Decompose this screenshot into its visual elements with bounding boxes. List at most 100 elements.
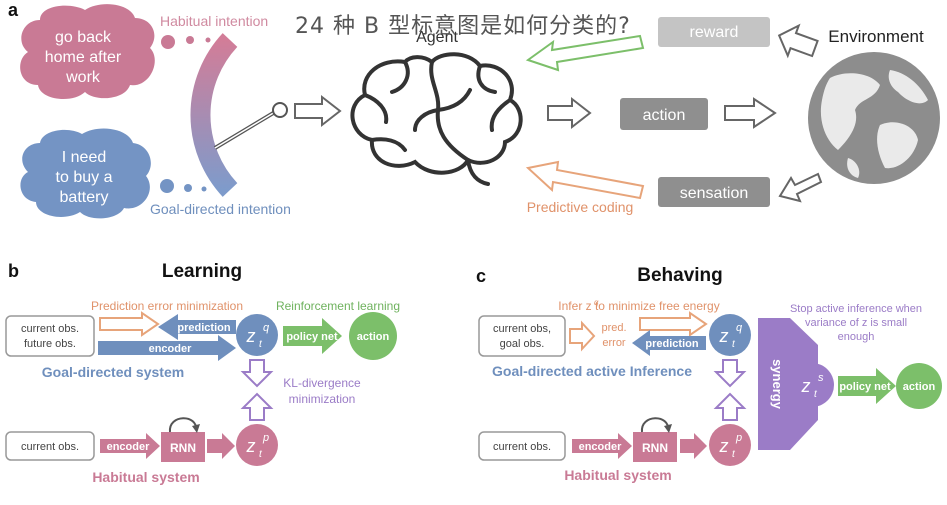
action-label-c: action — [903, 381, 936, 393]
infer-label-c: Infer z to minimize free energy — [558, 299, 719, 313]
prediction-label-c: prediction — [645, 338, 698, 350]
intention-gradient-arc — [190, 33, 238, 197]
svg-text:p: p — [262, 432, 269, 444]
svg-text:p: p — [735, 432, 742, 444]
svg-text:t: t — [259, 339, 263, 350]
current-obs-label-c: current obs. — [493, 441, 551, 453]
svg-text:q: q — [594, 298, 599, 307]
rnn-to-zp-arrow-b — [207, 433, 235, 459]
svg-text:t: t — [814, 389, 818, 400]
obs-b-line-2: future obs. — [24, 338, 76, 350]
zp-node-b — [236, 424, 278, 466]
goal-system-label-b: Goal-directed system — [42, 364, 184, 380]
pred-error-min-label: Prediction error minimization — [91, 299, 243, 313]
stop-line-2: variance of z is small — [805, 317, 907, 329]
obs-b-line-1: current obs. — [21, 323, 79, 335]
pred-error-arrow-b — [99, 311, 160, 337]
globe-icon — [808, 52, 940, 184]
goal-directed-intention-label: Goal-directed intention — [150, 201, 291, 217]
kl-arrow-up-b — [240, 392, 274, 421]
habit-bubble-medium — [186, 36, 194, 44]
sensation-label: sensation — [680, 185, 749, 202]
habit-bubble-large — [161, 35, 175, 49]
obs-box-b — [5, 315, 95, 357]
rnn-label-c: RNN — [642, 441, 668, 455]
obs-box-c — [478, 315, 566, 357]
pred-error-arrow-c — [569, 320, 596, 352]
habit-cloud-line-1: go back — [55, 29, 112, 46]
encoder-arrow-c — [572, 433, 632, 459]
action-node-b — [349, 312, 397, 360]
arrow-sensation-to-agent — [525, 160, 645, 200]
reinforcement-learning-label: Reinforcement learning — [276, 299, 400, 313]
svg-text:t: t — [259, 449, 263, 460]
predictive-coding-label: Predictive coding — [527, 199, 634, 215]
kl-line-2: minimization — [289, 392, 356, 406]
synergy-block — [758, 318, 818, 450]
habit-cloud-line-3: work — [65, 69, 101, 86]
arrow-action-to-env — [724, 97, 777, 129]
panel-a-letter: a — [8, 0, 19, 20]
panel-c-title: Behaving — [637, 265, 723, 286]
rnn-loop-c — [640, 417, 670, 433]
action-label-b: action — [357, 331, 390, 343]
svg-text:t: t — [732, 339, 736, 350]
policy-net-arrow-c — [838, 368, 896, 404]
infer-arrow-c — [639, 311, 708, 337]
current-obs-box-c — [478, 431, 566, 461]
svg-text:q: q — [263, 322, 270, 334]
kl-arrow-down-b — [240, 359, 274, 388]
svg-text:q: q — [736, 322, 743, 334]
policy-net-label-b: policy net — [286, 331, 338, 343]
pred-error-line-2: error — [602, 337, 626, 349]
encoder-habit-label-b: encoder — [107, 441, 151, 453]
svg-text:z: z — [719, 436, 729, 456]
zp-node-c — [709, 424, 751, 466]
goal-cloud-line-1: I need — [62, 149, 106, 166]
current-obs-box-b — [5, 431, 95, 461]
policy-net-arrow-b — [283, 318, 342, 354]
arrow-down-c — [713, 359, 747, 388]
goal-thought-cloud: I need to buy a battery — [20, 128, 151, 219]
brain-icon — [350, 52, 523, 186]
svg-text:z: z — [801, 376, 811, 396]
sensation-box — [658, 177, 770, 207]
arrow-env-to-sensation — [778, 172, 823, 203]
encoder-arrow-b — [98, 335, 236, 361]
arrow-agent-to-action — [547, 96, 592, 130]
arrow-env-to-reward — [777, 23, 819, 59]
goal-system-label-c: Goal-directed active Inference — [492, 363, 692, 379]
goal-bubble-large — [160, 179, 174, 193]
environment-label: Environment — [828, 27, 924, 46]
panel-b-letter: b — [8, 261, 19, 281]
current-obs-label-b: current obs. — [21, 441, 79, 453]
encoder-arrow-habit-b — [100, 433, 160, 459]
encoder-label-c: encoder — [579, 441, 623, 453]
goal-cloud-line-3: battery — [60, 189, 109, 206]
habitual-intention-label: Habitual intention — [160, 13, 268, 29]
action-label: action — [643, 107, 686, 124]
arrow-to-agent — [294, 94, 342, 128]
rnn-to-zp-arrow-c — [680, 433, 707, 459]
overlay-caption: 24 种 B 型标意图是如何分类的? — [295, 14, 631, 39]
habit-cloud-line-2: home after — [45, 49, 122, 66]
zp-label-b: z — [246, 436, 256, 456]
obs-c-line-1: current obs, — [493, 323, 551, 335]
prediction-arrow-c — [632, 330, 706, 356]
reward-box — [658, 17, 770, 47]
habitual-system-label-c: Habitual system — [564, 467, 671, 483]
panel-c-letter: c — [476, 266, 486, 286]
rnn-box-c — [633, 432, 677, 462]
encoder-label-b: encoder — [149, 343, 193, 355]
svg-text:z: z — [719, 326, 729, 346]
goal-bubble-small — [201, 186, 207, 192]
stop-line-1: Stop active inference when — [790, 303, 922, 315]
rnn-box-b — [161, 432, 205, 462]
action-box — [620, 98, 708, 130]
rnn-label-b: RNN — [170, 441, 196, 455]
svg-text:s: s — [818, 372, 824, 384]
synergy-label: synergy — [770, 359, 785, 410]
rnn-loop-b — [168, 417, 198, 433]
pred-error-line-1: pred. — [601, 322, 626, 334]
